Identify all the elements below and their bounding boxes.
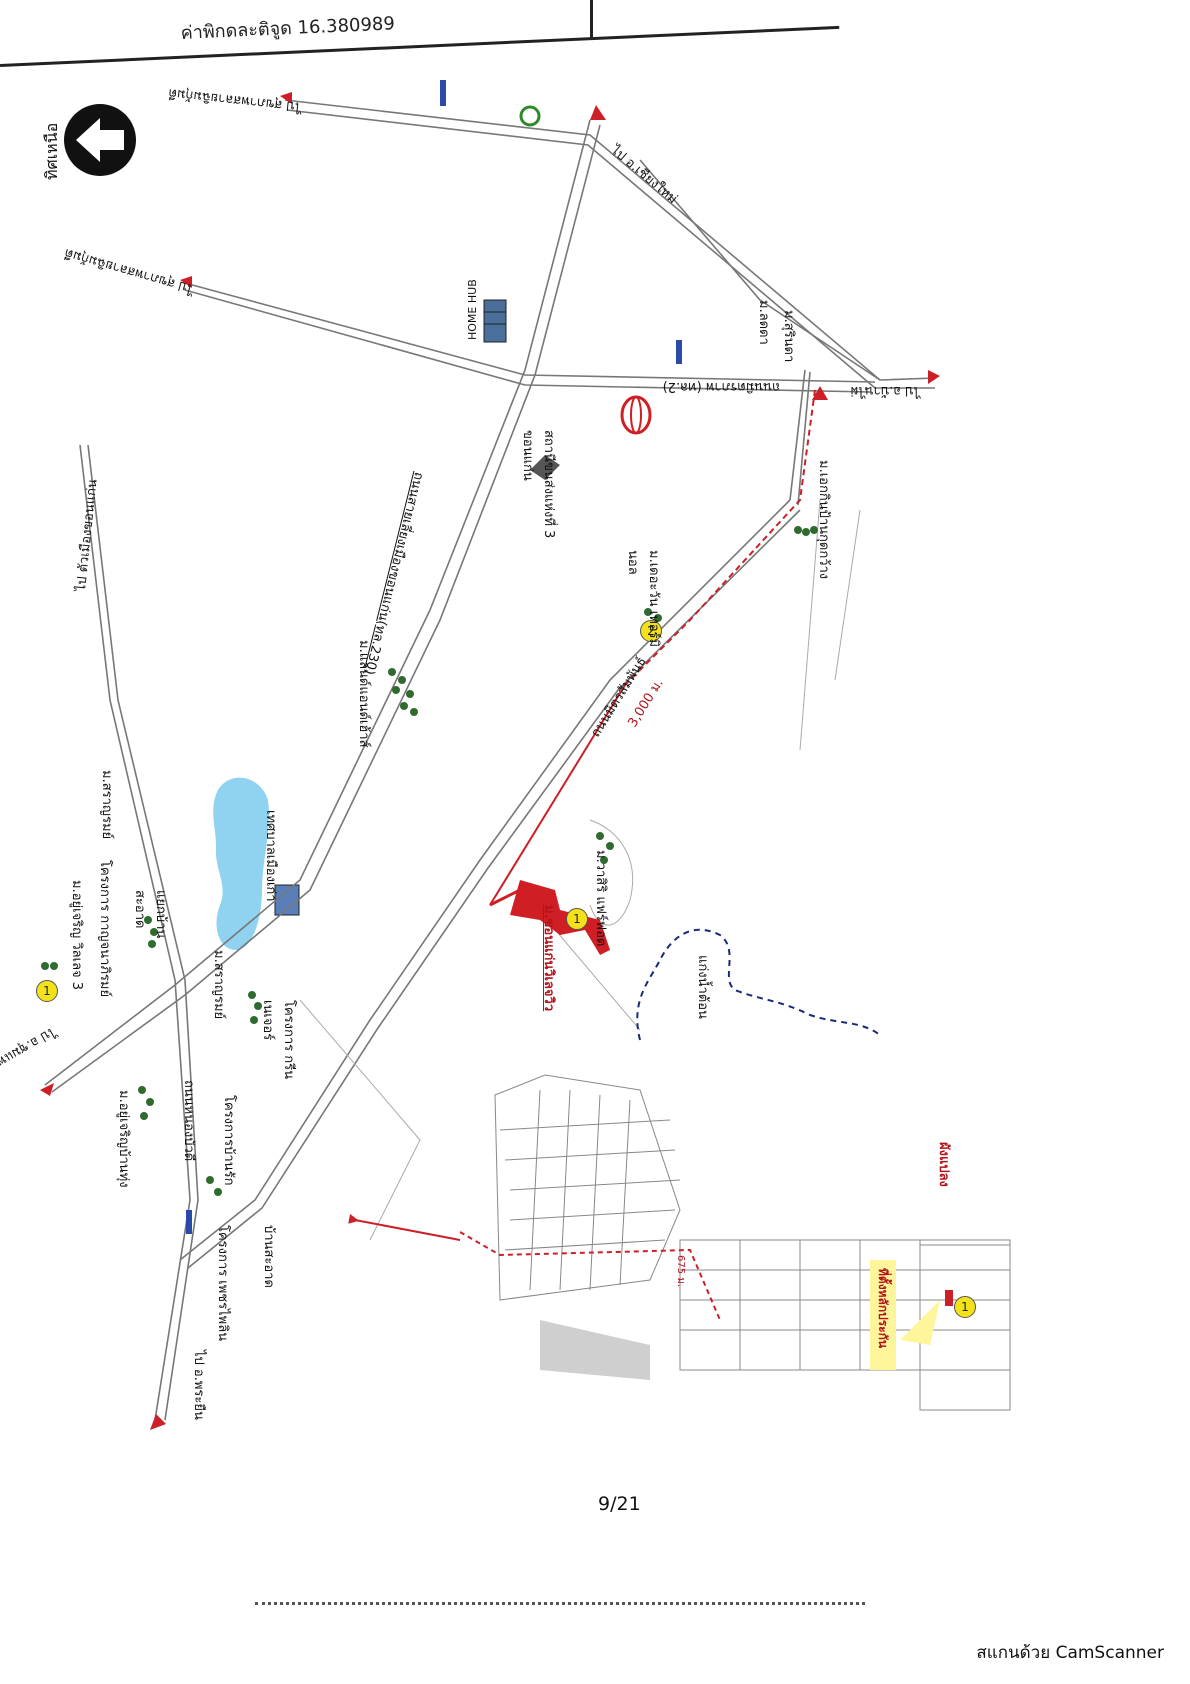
label-kaeng-lake: แก่งน้ำต้อน — [695, 955, 710, 1019]
label-project-phet: โครงการ เพชรไพลิน — [215, 1225, 230, 1342]
site-pointer — [489, 888, 521, 907]
home-hub-icon — [483, 299, 507, 343]
label-site: ที่ตั้งหลักประกัน — [876, 1268, 890, 1349]
label-proj-kaoteerom: โครงการ กาญจนาภิรมย์ — [97, 860, 112, 998]
site-highlight — [900, 1300, 940, 1345]
label-kku-village: ม.ขอนแก่นวิเลจวิว — [541, 905, 556, 1012]
marker-2: 2 — [640, 620, 662, 642]
direction-arrows — [40, 92, 940, 1430]
label-m-sirinda: ม.สุรินดา — [781, 310, 796, 363]
label-to-ban-phai: ไป อ.บ้านไผ่ — [850, 383, 920, 398]
label-ban-sa-ard: แยกบ้านสะอาด — [132, 890, 168, 939]
label-mittraphap: ถนนมิตรภาพ (ทล.2) — [662, 379, 780, 394]
route-line — [624, 389, 816, 686]
label-m-lanna: ม.แลนด์แอนด์เฮ้าส์ — [356, 640, 371, 748]
label-m-park: ม.วาสิริ แฟร์ฟอต — [593, 850, 608, 947]
scanner-watermark: สแกนด้วย CamScanner — [976, 1643, 1164, 1663]
roads — [44, 99, 936, 1421]
page-number: 9/21 — [598, 1493, 641, 1515]
label-project-ban-rak: โครงการบ้านรัก — [221, 1095, 236, 1186]
label-m-the-one: ม.เดอะวัน เทอร์มินอล — [625, 550, 661, 648]
entry-arrow — [348, 1213, 461, 1241]
site-label-box — [870, 1260, 896, 1370]
tree-clusters — [41, 526, 818, 1196]
label-plan: ผังแปลง — [936, 1142, 951, 1187]
label-to-phra-yuen: ไป อ.พระยืน — [191, 1350, 206, 1420]
label-lake: เทศบาลเมืองเก่า — [263, 810, 278, 902]
label-m-saranrom-2: ม.สราญรมย์ — [211, 950, 226, 1020]
canal-dashed — [636, 928, 881, 1041]
subject-site — [510, 880, 610, 955]
road-shields — [186, 80, 682, 1234]
route-connector — [489, 684, 626, 906]
marker-1-left: 1 — [36, 980, 58, 1002]
header-divider — [590, 0, 593, 40]
subdivision-plan — [494, 1074, 1011, 1411]
label-ban-sa-ard-2: บ้านสะอาด — [261, 1225, 276, 1288]
label-project-green: โครงการ กรีนเนเจอร์ — [260, 1000, 296, 1080]
label-m-charoen-3: ม.อยู่เจริญ วิลเลจ 3 — [69, 880, 84, 991]
label-m-lada: ม.ลดดา — [756, 300, 771, 345]
footer-divider — [255, 1602, 865, 1605]
label-m-ek-kin: ม.เอกกินป้านกุดกว้าง — [816, 460, 831, 580]
site-pin — [945, 1290, 953, 1306]
north-arrow-icon — [64, 104, 136, 176]
marker-1-subdivision: 1 — [954, 1296, 976, 1318]
label-m-charoen-ban: ม.อยู่เจริญบ้านทุ่ง — [116, 1090, 131, 1188]
route-to-site — [459, 1231, 721, 1321]
bus-station-icon — [530, 455, 560, 480]
marker-1-site: 1 — [566, 908, 588, 930]
toyota-logo-icon — [620, 395, 652, 435]
label-home-hub: HOME HUB — [466, 279, 479, 340]
label-m-saranrom: ม.สราญรมย์ — [99, 770, 114, 840]
label-distance-small: 675 ม. — [675, 1255, 686, 1288]
gas-station-icon — [519, 105, 541, 127]
label-bus-station: สถานีขนส่งแห่งที่ 3 ขอนแก่น — [520, 430, 556, 539]
lake-shape — [213, 777, 269, 950]
north-label: ทิศเหนือ — [42, 122, 61, 180]
minor-roads — [299, 499, 861, 1241]
gray-lot — [540, 1320, 650, 1380]
label-road-vertical: ถนนหนองบัวดี — [181, 1080, 196, 1162]
